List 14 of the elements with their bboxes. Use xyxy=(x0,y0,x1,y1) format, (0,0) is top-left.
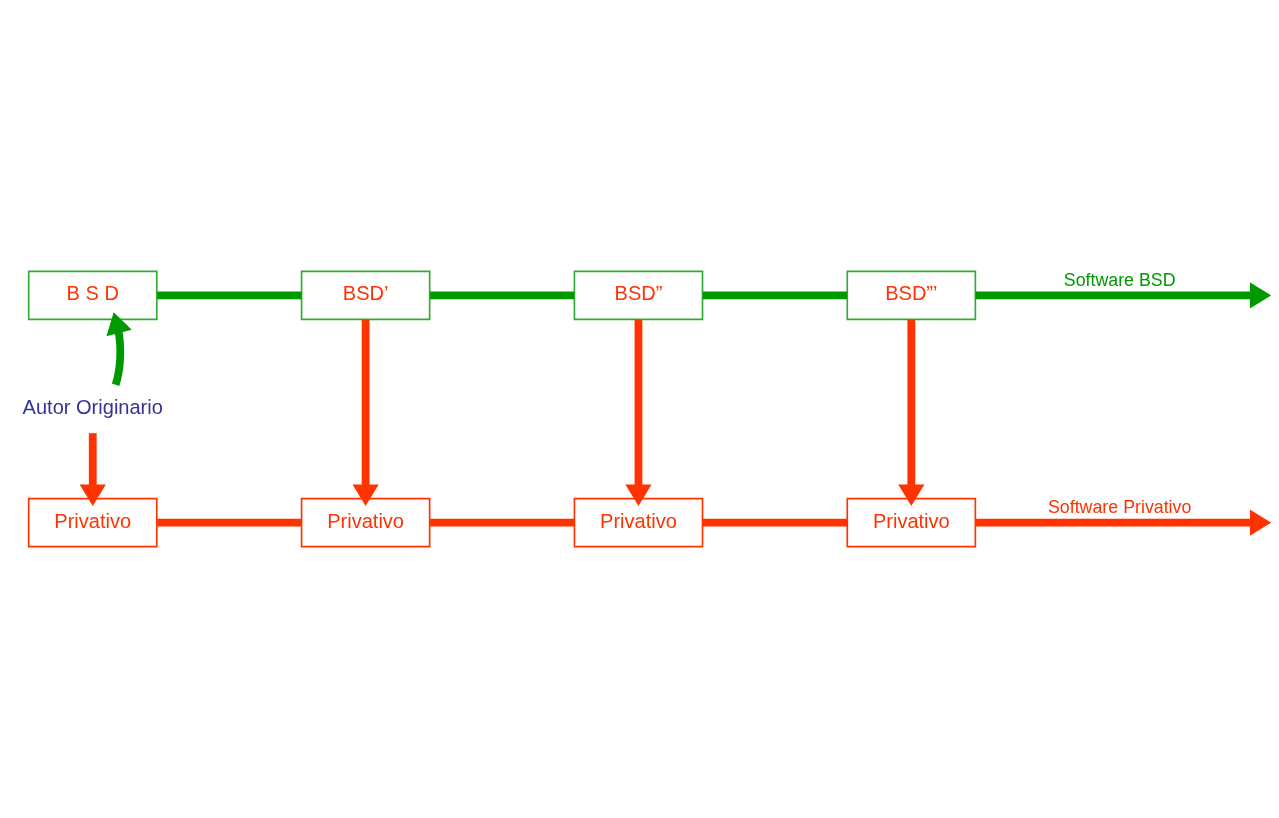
node-box: BSD’ xyxy=(300,270,431,321)
node-box: B S D xyxy=(27,270,158,321)
connector xyxy=(702,518,847,527)
node-box: BSD”’ xyxy=(846,270,977,321)
node-text: Autor Originario xyxy=(22,395,163,418)
node-box: Privativo xyxy=(846,497,977,548)
node-box: Privativo xyxy=(573,497,704,548)
node-box: BSD” xyxy=(573,270,704,321)
node-box: Privativo xyxy=(27,497,158,548)
node-box: Privativo xyxy=(300,497,431,548)
arrow xyxy=(975,509,1271,536)
edge-label: Software BSD xyxy=(1063,270,1176,291)
edge-label: Software Privativo xyxy=(1047,497,1192,518)
arrow xyxy=(106,312,132,386)
